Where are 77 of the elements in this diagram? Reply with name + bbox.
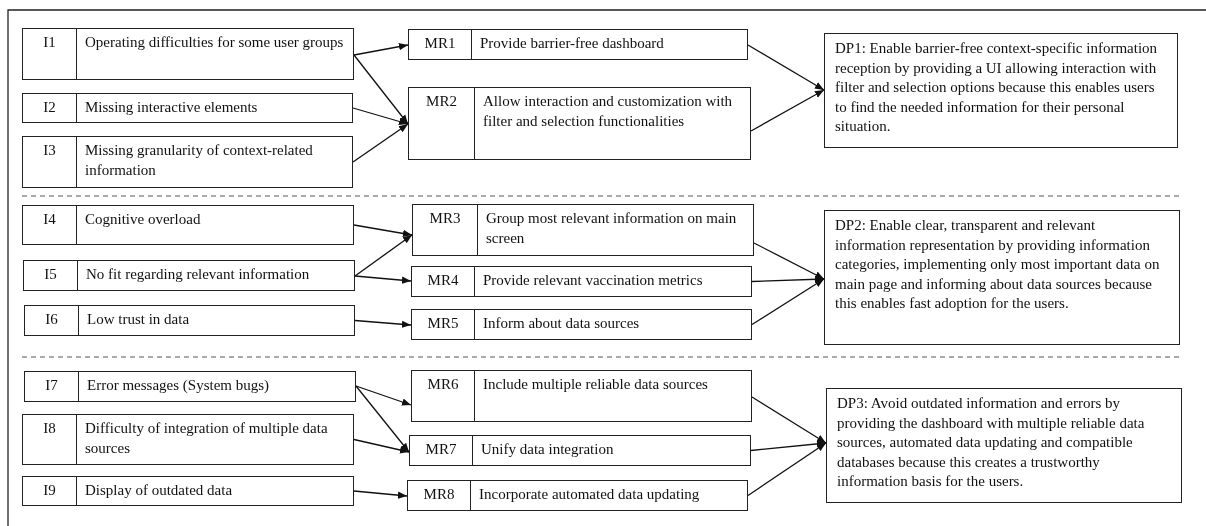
requirement-text: Group most relevant information on main screen [485,209,738,248]
issue-text: Missing granularity of context-related information [84,141,314,180]
arrow [353,43,409,56]
issue-id: I5 [24,261,78,290]
principle-text: DP2: Enable clear, transparent and relevant information representation by providing information categories, implementing only most important data on main page and informing about data sources because this enables fast adoption for the users. [834,216,1161,313]
requirement-text: Provide relevant vaccination metrics [482,271,704,290]
requirement-box [409,435,751,466]
arrow [747,442,827,497]
arrow [352,107,409,125]
issue-text: No fit regarding relevant information [85,265,311,284]
requirement-id: MR4 [412,267,475,296]
principle-box [826,388,1182,503]
arrow [353,54,409,125]
requirement-id: MR8 [408,481,471,510]
issue-text: Error messages (System bugs) [86,376,271,395]
requirement-text: Unify data integration [480,440,615,459]
issue-text: Missing interactive elements [84,98,259,117]
arrow [750,89,825,132]
principle-box [824,33,1178,148]
requirement-text: Inform about data sources [482,314,641,333]
issue-id: I3 [23,137,77,187]
issue-id: I1 [23,29,77,79]
arrow [750,440,827,452]
issue-id: I9 [23,477,77,505]
requirement-id: MR1 [409,30,472,59]
requirement-box [411,266,752,297]
arrow [751,396,827,444]
issue-text: Display of outdated data [84,481,234,500]
issue-box [22,28,354,80]
arrow [354,319,412,328]
arrow [747,44,825,91]
issue-box [24,371,356,402]
arrow [353,490,408,499]
issue-id: I4 [23,206,77,244]
requirement-box [411,370,752,422]
requirement-box [407,480,748,511]
issue-box [22,93,353,123]
arrow [354,275,412,284]
issue-box [24,305,355,336]
issue-id: I8 [23,415,77,464]
requirement-text: Incorporate automated data updating [478,485,701,504]
issue-text: Difficulty of integration of multiple data sources [84,419,329,458]
requirement-id: MR6 [412,371,475,421]
arrow [355,385,412,406]
requirement-box [412,204,754,256]
arrow [354,234,413,277]
requirement-box [411,309,752,340]
arrow [353,438,410,454]
issue-text: Operating difficulties for some user groups [84,33,345,52]
requirement-box [408,87,751,160]
arrow [751,275,825,283]
issue-id: I7 [25,372,79,401]
requirement-id: MR2 [409,88,475,159]
requirement-id: MR7 [410,436,473,465]
principle-box [824,210,1180,345]
issue-box [22,136,353,188]
arrow [353,224,413,238]
issue-id: I2 [23,94,77,122]
arrow [352,123,409,163]
issue-box [22,476,354,506]
issue-box [22,414,354,465]
issue-box [22,205,354,245]
issue-text: Cognitive overload [84,210,202,229]
arrow [355,385,410,453]
principle-text: DP3: Avoid outdated information and errors by providing the dashboard with multiple reliable data sources, automated data updating and compatible databases because this creates a trustworthy information basis for the users. [836,394,1146,491]
requirement-id: MR5 [412,310,475,339]
issue-id: I6 [25,306,79,335]
principle-text: DP1: Enable barrier-free context-specific information reception by providing a UI allowing interaction with filter and selection options because this enables users to find the needed information for their personal situation. [834,39,1159,136]
issue-text: Low trust in data [86,310,191,329]
arrow [751,278,825,326]
requirement-text: Allow interaction and customization with filter and selection functionalities [482,92,734,131]
requirement-box [408,29,748,60]
requirement-id: MR3 [413,205,478,255]
requirement-text: Provide barrier-free dashboard [479,34,665,53]
arrow [753,242,825,280]
issue-box [23,260,355,291]
requirement-text: Include multiple reliable data sources [482,375,709,394]
